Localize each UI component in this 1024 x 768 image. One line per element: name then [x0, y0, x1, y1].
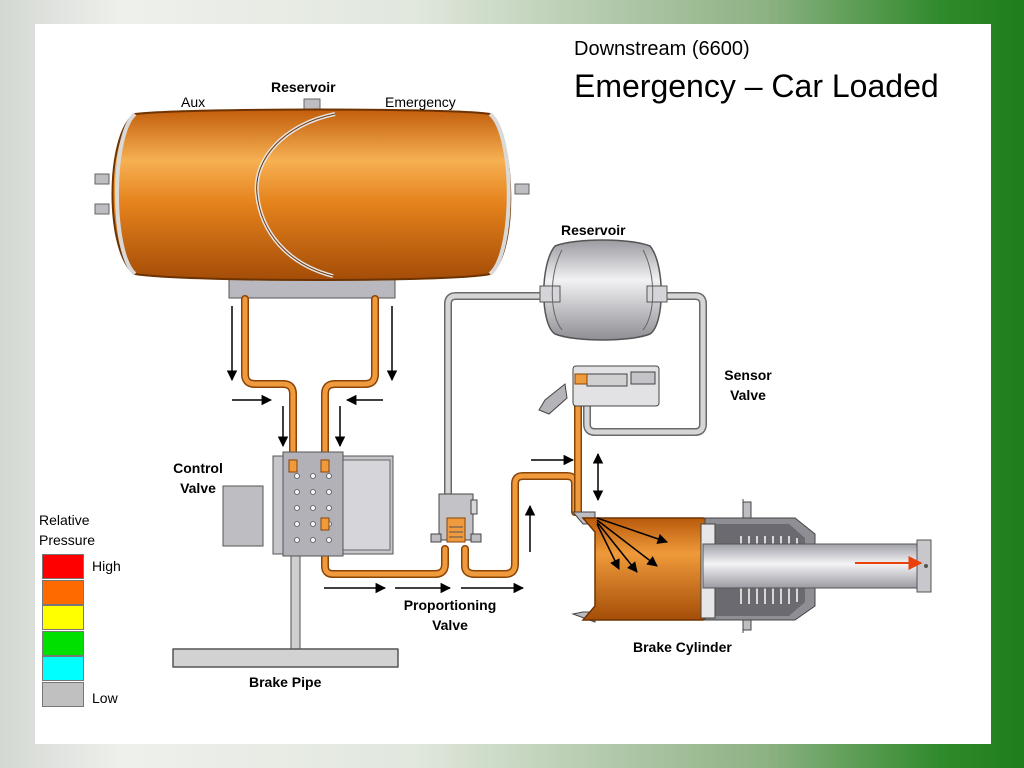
label-control-valve-line-2: Valve	[180, 480, 216, 496]
flow-arrows	[226, 306, 668, 594]
legend-swatch-low-medium	[42, 656, 84, 681]
label-sensor-valve: Sensor Valve	[715, 365, 781, 405]
legend-swatch-high	[42, 554, 84, 579]
label-proportioning-valve-line-2: Valve	[432, 617, 468, 633]
main-reservoir	[94, 98, 530, 299]
label-brake-pipe: Brake Pipe	[249, 674, 322, 690]
slide: Downstream (6600) Emergency – Car Loaded…	[35, 24, 991, 744]
legend-swatch-medium	[42, 605, 84, 630]
legend-high-label: High	[92, 558, 121, 574]
label-control-valve-line-1: Control	[173, 460, 223, 476]
legend-title-line-2: Pressure	[39, 532, 96, 548]
legend-swatch-medium-low	[42, 630, 84, 656]
air-brake-diagram	[94, 98, 932, 668]
label-reservoir-main: Reservoir	[271, 79, 336, 95]
label-control-valve: Control Valve	[165, 458, 231, 498]
label-aux: Aux	[181, 94, 206, 110]
label-sensor-valve-line-1: Sensor	[724, 367, 772, 383]
label-reservoir-sensor: Reservoir	[561, 222, 626, 238]
label-brake-cylinder: Brake Cylinder	[633, 639, 732, 655]
title-line-2: Emergency – Car Loaded	[574, 68, 939, 104]
label-emergency: Emergency	[385, 94, 456, 110]
legend-swatch-low	[42, 681, 84, 707]
brake-cylinder	[571, 499, 932, 633]
sensor-valve	[538, 365, 660, 415]
legend-title-line-1: Relative	[39, 512, 90, 528]
label-proportioning-valve-line-1: Proportioning	[403, 597, 497, 613]
title-line-1: Downstream (6600)	[574, 38, 750, 60]
sensor-reservoir	[539, 239, 668, 341]
gray-pipes	[172, 292, 707, 668]
label-proportioning-valve: Proportioning Valve	[390, 595, 510, 635]
label-sensor-valve-line-2: Valve	[730, 387, 766, 403]
legend-low-label: Low	[92, 690, 118, 706]
control-valve	[222, 451, 394, 557]
proportioning-valve	[430, 493, 482, 543]
legend-swatch-medium-high	[42, 579, 84, 605]
